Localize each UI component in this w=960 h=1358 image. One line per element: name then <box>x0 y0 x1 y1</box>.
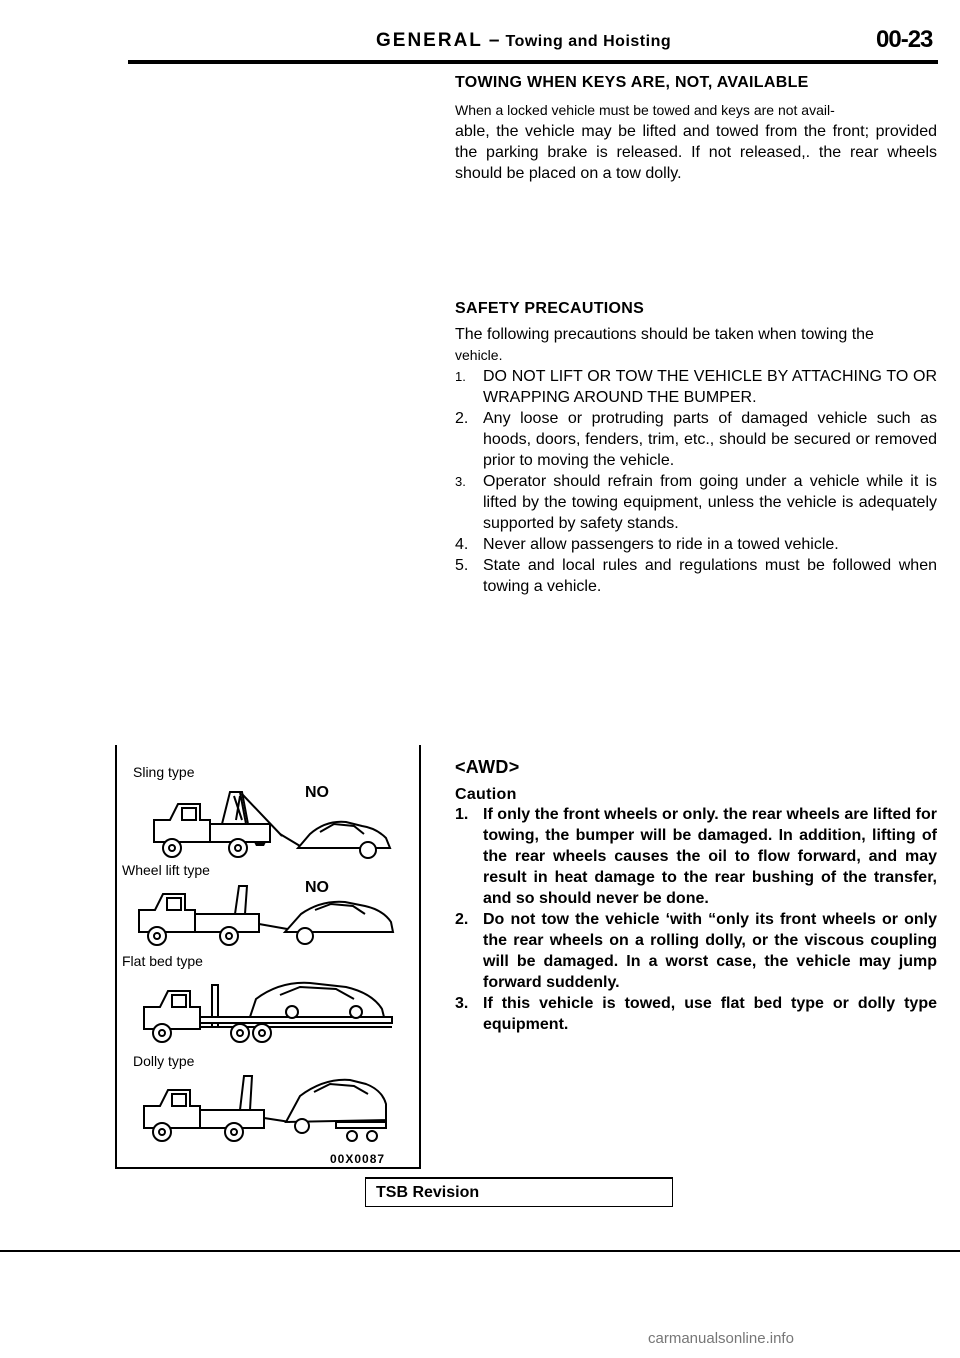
safety-title: SAFETY PRECAUTIONS <box>455 300 645 317</box>
safety-item-3-text: Operator should refrain from going under… <box>483 473 937 532</box>
safety-item-2-num: 2. <box>455 410 469 427</box>
safety-item-3-num: 3. <box>455 474 466 489</box>
sling-no-mark: NO <box>305 784 329 801</box>
safety-item-4-num: 4. <box>455 536 469 553</box>
awd-item-1-text: If only the front wheels or only. the re… <box>483 806 937 907</box>
safety-item-4-text: Never allow passengers to ride in a towe… <box>483 536 839 553</box>
safety-item-1: 1. DO NOT LIFT OR TOW THE VEHICLE BY ATTA… <box>455 366 937 408</box>
safety-section: SAFETY PRECAUTIONS The following precaut… <box>455 300 937 597</box>
tsb-revision-box: TSB Revision <box>365 1177 673 1207</box>
header-subtitle: Towing and Hoisting <box>505 33 672 50</box>
awd-item-1: 1. If only the front wheels or only. the … <box>455 804 937 909</box>
awd-item-3-text: If this vehicle is towed, use flat bed t… <box>483 995 937 1033</box>
towing-no-keys-line1: When a locked vehicle must be towed and … <box>455 100 937 121</box>
wheel-lift-type-label: Wheel lift type <box>122 862 210 878</box>
safety-intro: The following precautions should be take… <box>455 326 874 343</box>
safety-item-1-text: DO NOT LIFT OR TOW THE VEHICLE BY ATTACH… <box>483 368 937 406</box>
watermark: carmanualsonline.info <box>648 1330 794 1347</box>
awd-section: <AWD> Caution 1. If only the front wheels… <box>455 757 937 1035</box>
dolly-type-label: Dolly type <box>133 1053 195 1069</box>
header-dash: – <box>488 30 500 51</box>
figure-bottom-rule <box>115 1167 421 1169</box>
page-header: GENERAL – Towing and Hoisting <box>376 30 671 56</box>
dolly-type-illustration <box>143 1075 387 1142</box>
safety-item-5-num: 5. <box>455 557 469 574</box>
sling-type-label: Sling type <box>133 764 195 780</box>
safety-item-1-num: 1. <box>455 369 466 384</box>
figure-code: 00X0087 <box>330 1152 386 1166</box>
towing-types-figure <box>115 745 421 1168</box>
towing-no-keys-body: able, the vehicle may be lifted and towe… <box>455 123 937 182</box>
flat-bed-type-illustration <box>143 981 393 1043</box>
awd-item-2: 2. Do not tow the vehicle ‘with “only its… <box>455 909 937 993</box>
safety-item-5: 5. State and local rules and regulations … <box>455 555 937 597</box>
safety-intro-end-text: vehicle. <box>455 347 503 363</box>
footer-rule <box>0 1250 960 1252</box>
towing-no-keys-title: TOWING WHEN KEYS ARE, NOT, AVAILABLE <box>455 74 809 91</box>
safety-item-2-text: Any loose or protruding parts of damaged… <box>483 410 937 469</box>
safety-intro-end: vehicle. <box>455 345 937 366</box>
awd-item-1-num: 1. <box>455 806 469 823</box>
awd-title: <AWD> <box>455 757 520 777</box>
towing-no-keys-line1-text: When a locked vehicle must be towed and … <box>455 102 835 118</box>
awd-item-2-num: 2. <box>455 911 469 928</box>
safety-item-2: 2. Any loose or protruding parts of damag… <box>455 408 937 471</box>
page-number: 00-23 <box>876 26 933 53</box>
awd-item-3: 3. If this vehicle is towed, use flat bed… <box>455 993 937 1035</box>
towing-no-keys-section: TOWING WHEN KEYS ARE, NOT, AVAILABLE Whe… <box>455 74 937 184</box>
safety-item-3: 3. Operator should refrain from going und… <box>455 471 937 534</box>
wheel-lift-no-mark: NO <box>305 879 329 896</box>
safety-item-5-text: State and local rules and regulations mu… <box>483 557 937 595</box>
sling-type-illustration <box>153 791 392 859</box>
header-rule <box>128 60 938 64</box>
wheel-lift-type-illustration <box>138 885 395 946</box>
awd-item-3-num: 3. <box>455 995 469 1012</box>
awd-caution-label: Caution <box>455 786 517 803</box>
header-title: GENERAL <box>376 30 483 51</box>
safety-item-4: 4. Never allow passengers to ride in a to… <box>455 534 937 555</box>
flat-bed-type-label: Flat bed type <box>122 953 203 969</box>
awd-item-2-text: Do not tow the vehicle ‘with “only its f… <box>483 911 937 991</box>
